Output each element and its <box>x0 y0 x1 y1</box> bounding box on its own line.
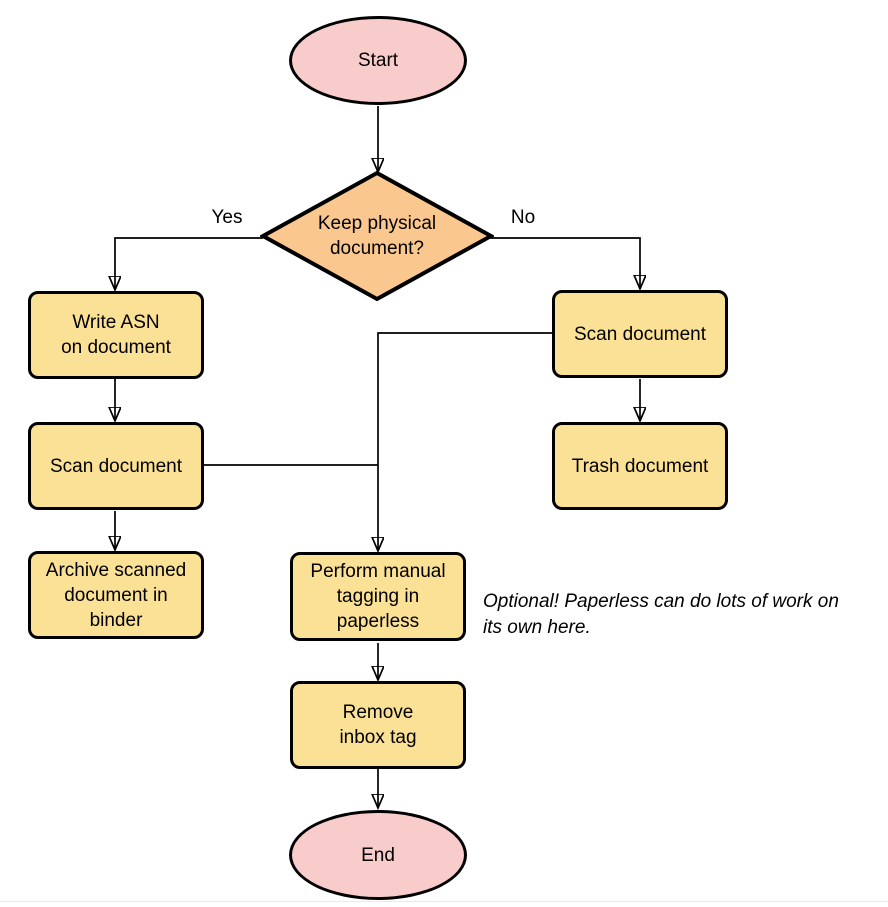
edge-decision-no-to-scan-right <box>490 237 640 287</box>
process-manual-tagging: Perform manual tagging in paperless <box>290 552 466 641</box>
process-archive-binder: Archive scanned document in binder <box>28 551 204 639</box>
end-label: End <box>361 844 395 866</box>
process-trash-document-label: Trash document <box>571 455 709 477</box>
process-scan-document-left-label: Scan document <box>49 455 183 477</box>
edge-decision-yes-to-write-asn <box>115 237 263 288</box>
process-scan-document-right-label: Scan document <box>573 323 707 345</box>
process-scan-document-left: Scan document <box>28 422 204 510</box>
end-node: End <box>289 810 467 900</box>
decision-label: Keep physical document? <box>317 213 437 259</box>
process-write-asn: Write ASN on document <box>28 291 204 379</box>
process-manual-tagging-label: Perform manual tagging in paperless <box>310 561 446 632</box>
process-archive-binder-label: Archive scanned document in binder <box>45 559 187 631</box>
bottom-divider <box>0 901 888 902</box>
diamond-shape <box>260 170 494 302</box>
edge-label-no: No <box>510 207 536 228</box>
edge-label-yes: Yes <box>211 207 243 228</box>
process-trash-document: Trash document <box>552 422 728 510</box>
process-remove-inbox-tag-label: Remove inbox tag <box>339 702 417 748</box>
optional-annotation: Optional! Paperless can do lots of work … <box>483 591 839 638</box>
process-remove-inbox-tag: Remove inbox tag <box>290 681 466 769</box>
start-node: Start <box>289 16 467 105</box>
process-scan-document-right: Scan document <box>552 290 728 378</box>
process-write-asn-label: Write ASN on document <box>61 312 171 358</box>
decision-node: Keep physical document? <box>260 170 494 302</box>
start-label: Start <box>357 50 399 71</box>
edge-scan-right-to-tagging <box>378 332 553 549</box>
